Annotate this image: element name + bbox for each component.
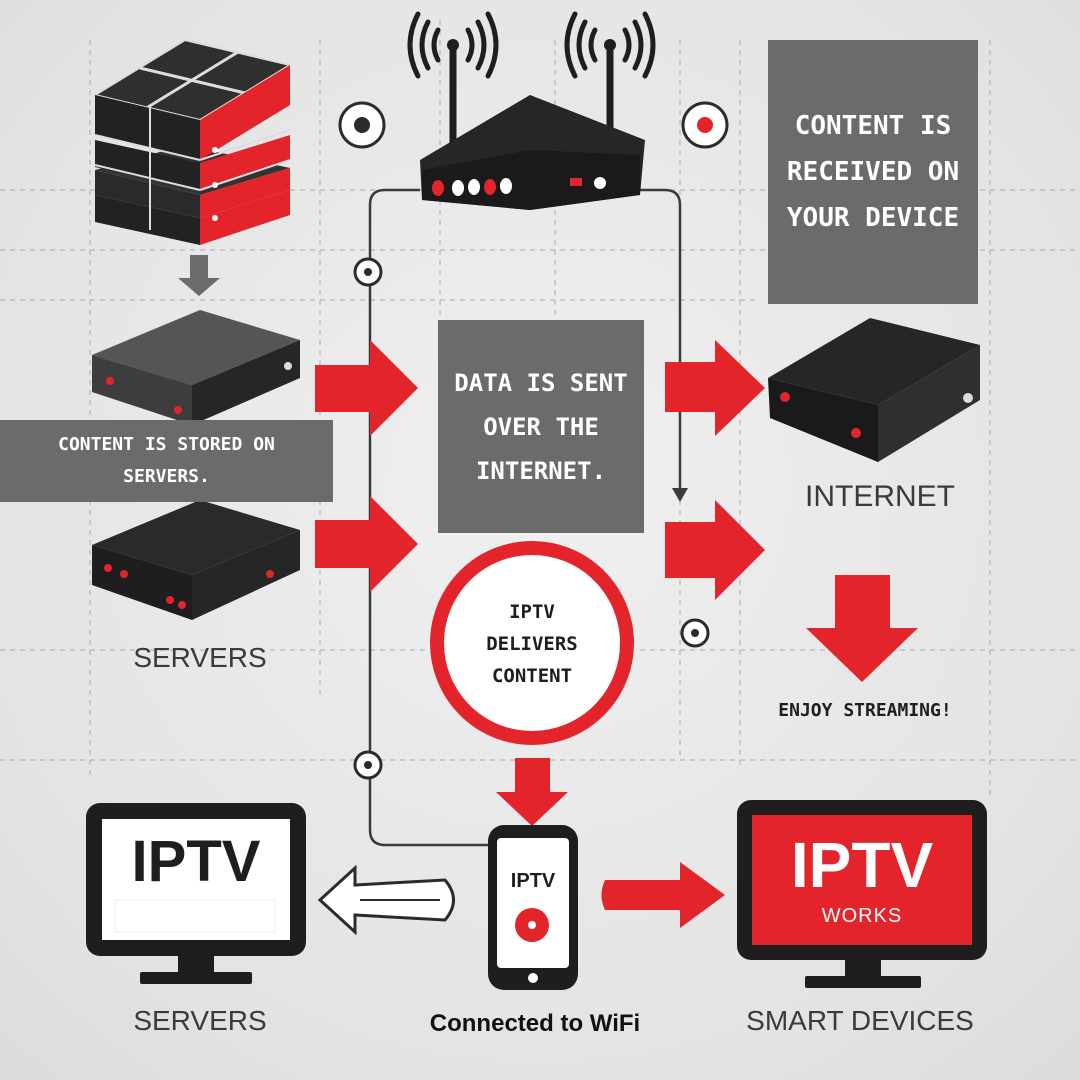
servers-label-mid: SERVERS — [133, 642, 267, 673]
right-arrow-red-icon — [601, 862, 725, 928]
internet-label: INTERNET — [805, 480, 955, 513]
node-circle-icon — [353, 257, 383, 287]
server-box-icon — [92, 310, 300, 425]
content-stored-text: CONTENT IS STORED ON SERVERS. — [58, 434, 275, 487]
tv-left-icon — [86, 803, 306, 984]
server-stack-icon — [92, 38, 293, 245]
right-arrow-red-icon — [665, 500, 765, 600]
down-arrow-red-icon — [806, 575, 918, 682]
node-circles — [338, 101, 729, 780]
connector-arrowhead-icon — [672, 488, 688, 502]
red-arrows — [315, 340, 918, 928]
content-stored-box: CONTENT IS STORED ON SERVERS. — [0, 420, 333, 502]
right-arrow-red-icon — [665, 340, 765, 436]
tv-right-icon — [737, 800, 987, 988]
tv-right-screen-text: IPTV — [790, 829, 934, 901]
node-circle-red-icon — [681, 101, 729, 149]
right-arrow-red-icon — [315, 340, 418, 436]
server-box-icon — [92, 500, 300, 620]
down-arrow-gray-icon — [178, 255, 220, 296]
content-received-box: CONTENT IS RECEIVED ON YOUR DEVICE — [768, 40, 978, 304]
down-arrow-red-icon — [496, 758, 568, 826]
router-icon — [407, 11, 656, 210]
enjoy-streaming-label: ENJOY STREAMING! — [778, 700, 952, 721]
tv-left-screen-text: IPTV — [131, 829, 261, 894]
content-received-text: CONTENT IS RECEIVED ON YOUR DEVICE — [786, 111, 960, 233]
phone-screen-text: IPTV — [510, 870, 556, 892]
phone-icon — [488, 825, 578, 990]
delivers-circle — [430, 541, 634, 745]
data-sent-box: DATA IS SENT OVER THE INTERNET. — [438, 320, 644, 533]
wifi-label: Connected to WiFi — [429, 1010, 641, 1037]
right-arrow-red-icon — [315, 496, 418, 592]
node-circle-icon — [353, 750, 383, 780]
set-top-box-icon — [768, 318, 980, 462]
servers-label-bottom: SERVERS — [133, 1005, 267, 1036]
smart-devices-label: SMART DEVICES — [746, 1005, 974, 1036]
node-circle-icon — [680, 618, 710, 648]
tv-right-screen-subtext: WORKS — [821, 905, 903, 927]
node-circle-icon — [338, 101, 386, 149]
delivers-circle-text: IPTV DELIVERS CONTENT — [486, 601, 578, 687]
data-sent-text: DATA IS SENT OVER THE INTERNET. — [454, 368, 628, 485]
